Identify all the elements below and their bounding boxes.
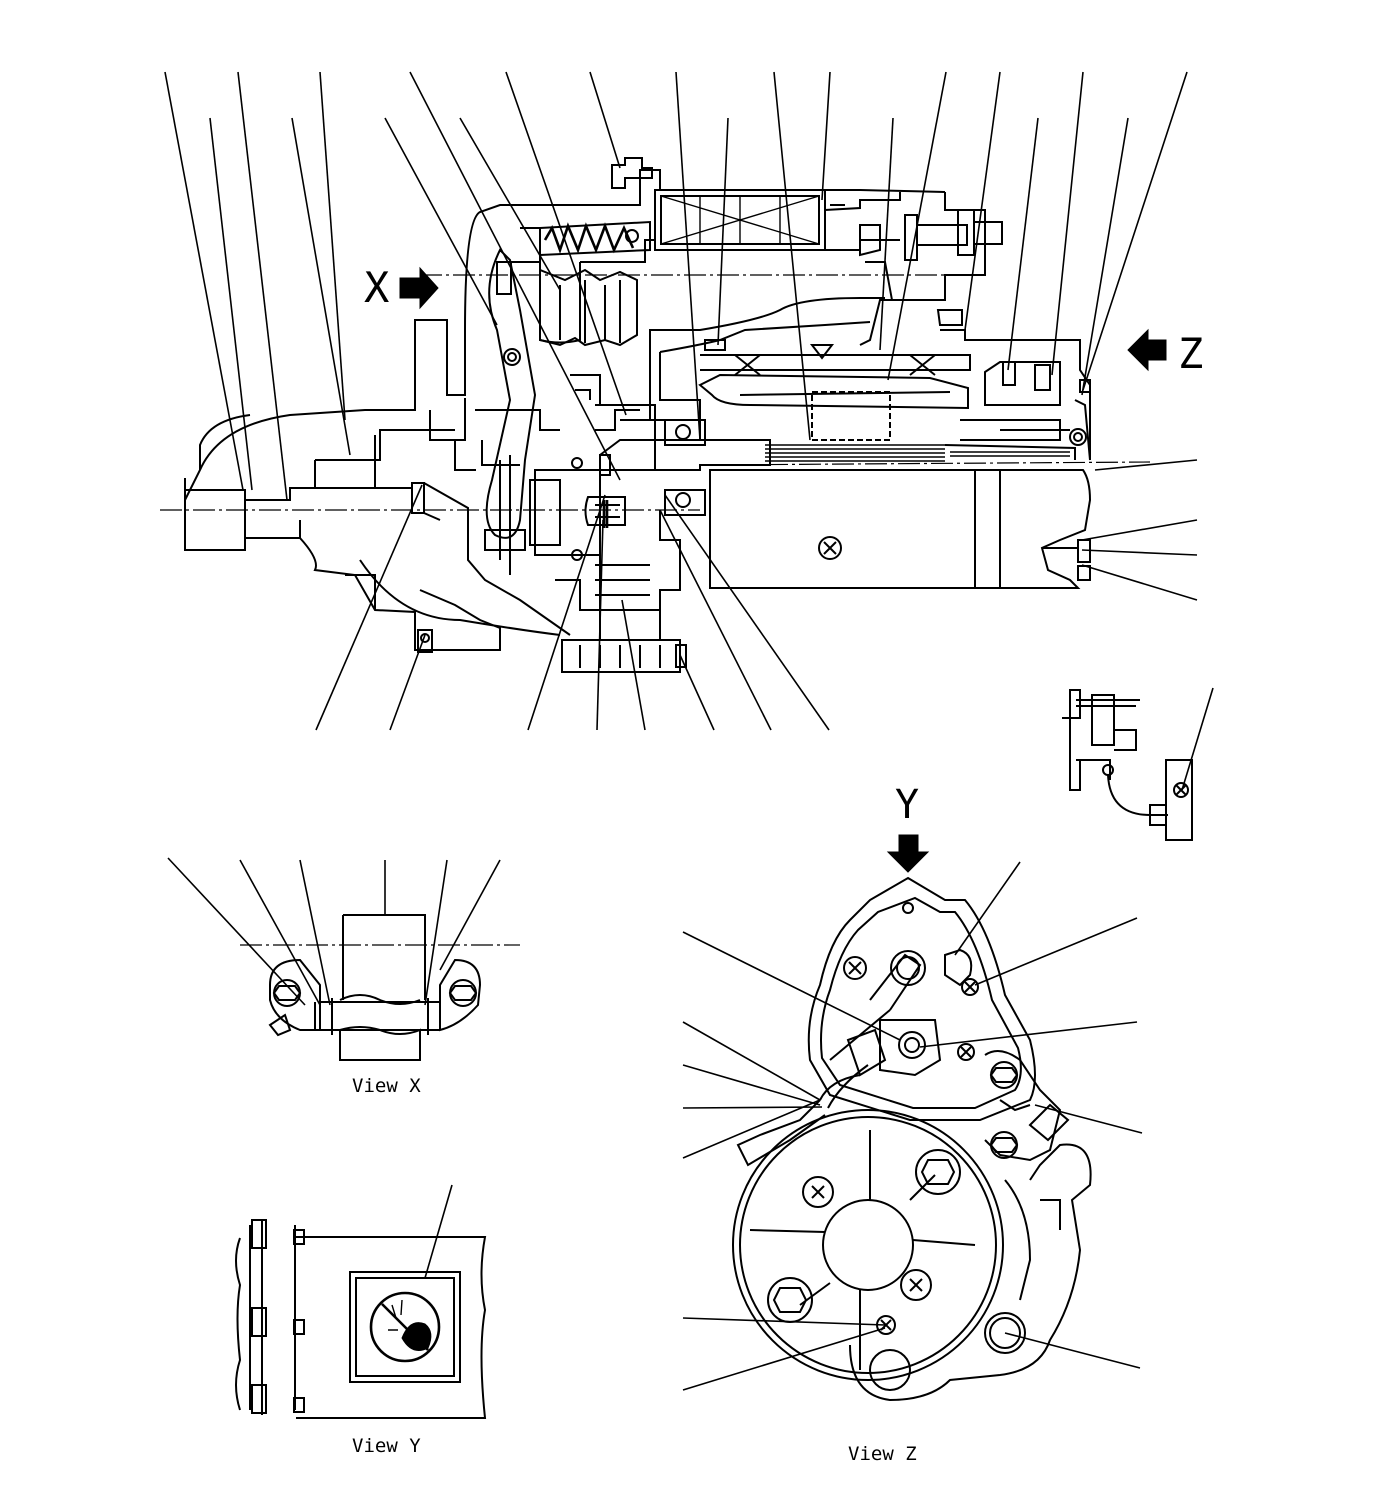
leader-lines-right <box>1081 459 1198 601</box>
view-direction-arrow-icon <box>886 834 930 873</box>
leader-lines-bottom <box>315 484 830 731</box>
view-x-detail: View X <box>167 857 520 1097</box>
view-x-letter: X <box>364 263 389 312</box>
view-y-indicator: Y <box>886 782 930 873</box>
dust-boot <box>539 239 655 347</box>
prohibition-sign-icon <box>369 1291 441 1363</box>
view-direction-arrow-icon <box>1127 328 1167 372</box>
view-z-caption: View Z <box>848 1443 917 1465</box>
connector-detail <box>1062 687 1214 841</box>
main-section-view: X Z <box>160 71 1203 731</box>
leader-lines-top <box>164 71 1188 501</box>
view-direction-arrow-icon <box>399 266 439 310</box>
solenoid-coil <box>611 157 901 251</box>
view-z-letter: Z <box>1178 329 1203 378</box>
armature-upper <box>649 297 1091 460</box>
armature-core <box>599 439 1076 476</box>
view-z-indicator: Z <box>1127 328 1203 378</box>
plunger-spring <box>539 220 651 262</box>
view-y-letter: Y <box>895 782 919 828</box>
motor-yoke <box>709 379 1092 589</box>
view-y-detail: View Y <box>235 1184 487 1457</box>
view-z-detail: Y <box>682 782 1143 1465</box>
view-y-caption: View Y <box>352 1435 421 1457</box>
terminal-bolt <box>859 192 1003 346</box>
pinion-clutch <box>529 374 706 673</box>
pinion-housing <box>184 169 946 653</box>
view-x-indicator: X <box>364 263 439 312</box>
view-x-caption: View X <box>352 1075 421 1097</box>
